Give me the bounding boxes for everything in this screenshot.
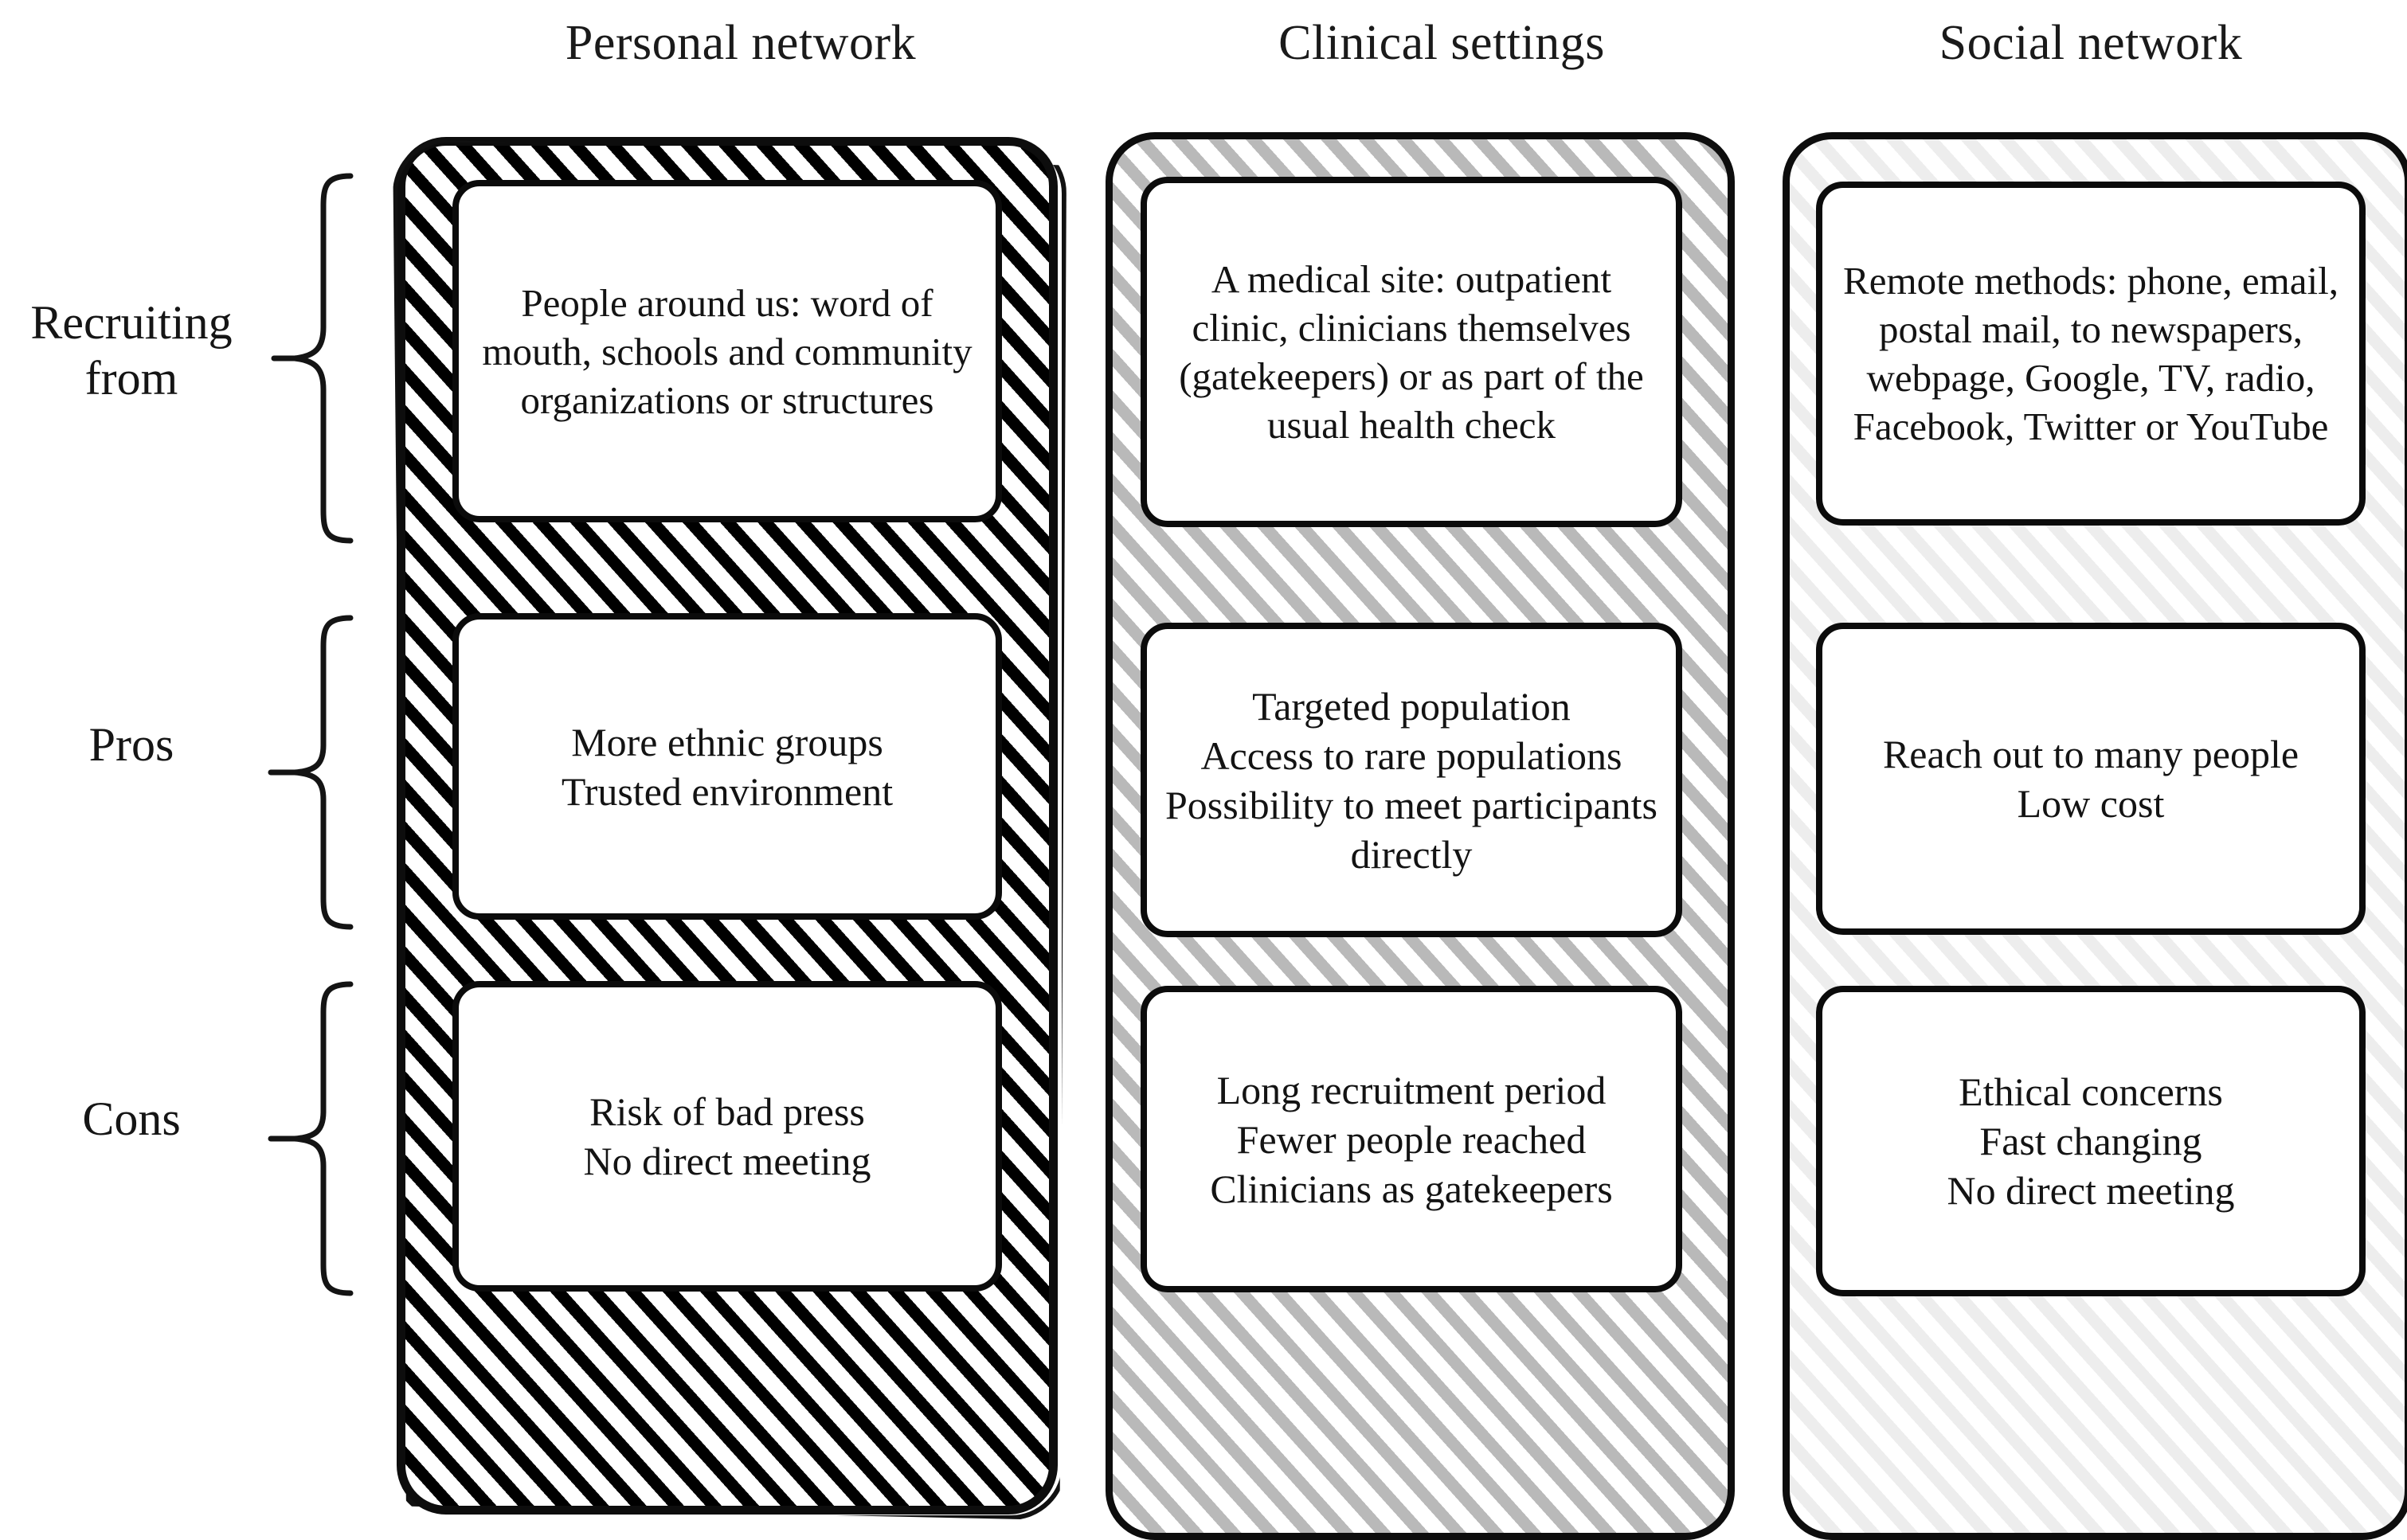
card-clinical-settings-recruiting-from: A medical site: outpatient clinic, clini… (1141, 177, 1682, 527)
brace-pros (263, 613, 358, 932)
brace-recruiting-from (263, 171, 358, 545)
card-clinical-settings-cons: Long recruitment period Fewer people rea… (1141, 986, 1682, 1292)
row-label-line-2: from (84, 352, 178, 405)
card-text: A medical site: outpatient clinic, clini… (1179, 257, 1644, 447)
card-text: Ethical concerns Fast changing No direct… (1947, 1069, 2235, 1213)
card-personal-network-cons: Risk of bad press No direct meeting (452, 981, 1002, 1292)
card-text: More ethnic groups Trusted environment (561, 719, 894, 814)
column-header-personal-network: Personal network (565, 16, 917, 70)
column-headers: Personal network Clinical settings Socia… (0, 0, 2407, 127)
row-label-pros: Pros (0, 717, 263, 772)
card-social-network-recruiting-from: Remote methods: phone, email, postal mai… (1816, 182, 2366, 526)
card-clinical-settings-pros: Targeted population Access to rare popul… (1141, 623, 1682, 937)
card-text: Risk of bad press No direct meeting (583, 1089, 871, 1183)
card-social-network-cons: Ethical concerns Fast changing No direct… (1816, 986, 2366, 1296)
row-labels: Recruiting from Pros Cons (0, 0, 374, 1525)
row-label-line-1: Recruiting (30, 296, 233, 349)
card-text: Reach out to many people Low cost (1882, 732, 2299, 826)
row-label-line-1: Pros (88, 718, 174, 771)
card-text: Remote methods: phone, email, postal mai… (1843, 259, 2339, 448)
column-header-social-network: Social network (1939, 16, 2243, 70)
card-social-network-pros: Reach out to many people Low cost (1816, 623, 2366, 935)
card-personal-network-pros: More ethnic groups Trusted environment (452, 613, 1002, 920)
row-label-recruiting-from: Recruiting from (0, 295, 263, 406)
card-personal-network-recruiting-from: People around us: word of mouth, schools… (452, 180, 1002, 522)
card-text: Long recruitment period Fewer people rea… (1210, 1067, 1613, 1211)
column-header-clinical-settings: Clinical settings (1278, 16, 1605, 70)
row-label-line-1: Cons (82, 1092, 181, 1145)
card-text: Targeted population Access to rare popul… (1165, 683, 1658, 877)
row-label-cons: Cons (0, 1091, 263, 1147)
card-text: People around us: word of mouth, schools… (482, 280, 973, 422)
brace-cons (263, 979, 358, 1298)
